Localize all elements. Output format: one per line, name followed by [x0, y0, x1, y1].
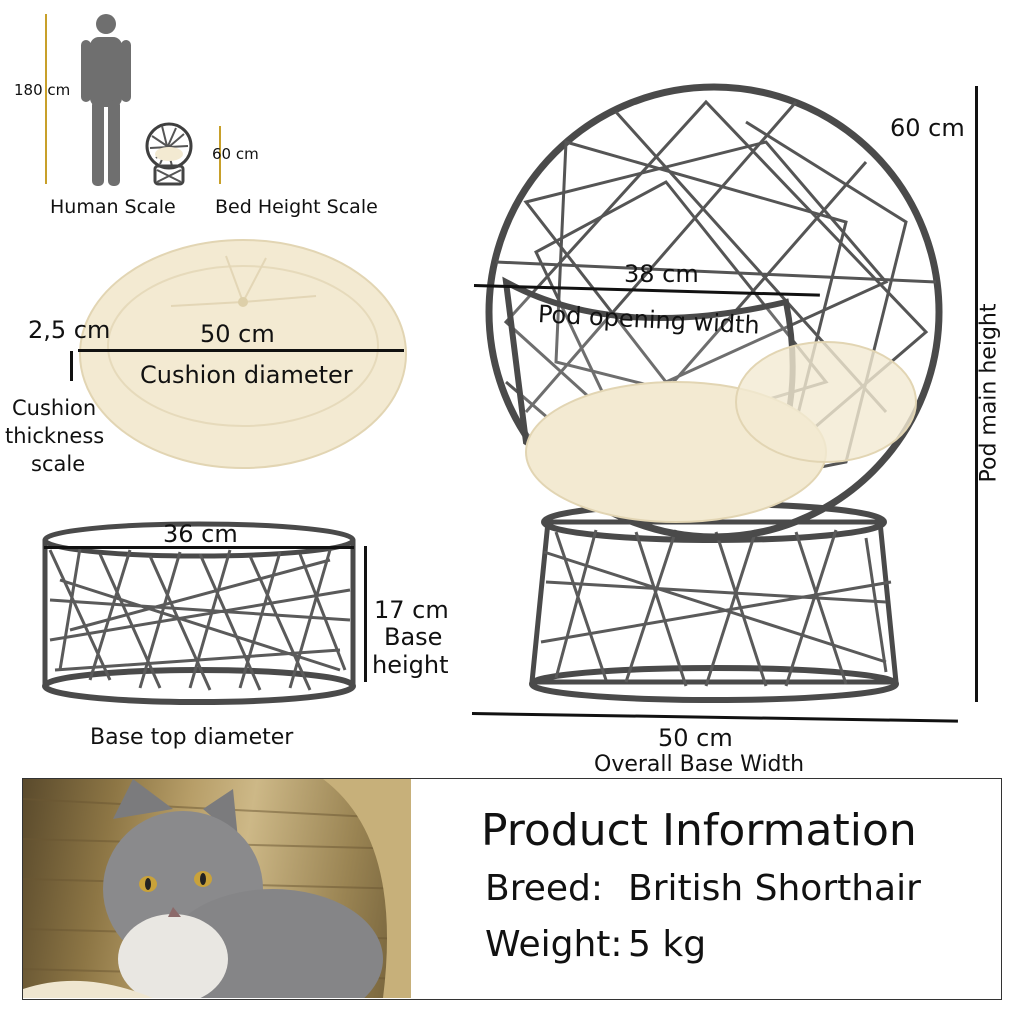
- weight-value: 5 kg: [628, 924, 707, 965]
- cushion-thickness-caption-3: scale: [31, 452, 86, 476]
- pod-height-line: [975, 86, 978, 702]
- cushion-diameter-caption: Cushion diameter: [140, 361, 353, 389]
- pod-height-value: 60 cm: [890, 114, 965, 142]
- base-height-caption-1: Base: [384, 623, 443, 651]
- weight-label: Weight:: [485, 924, 623, 965]
- overall-width-value: 50 cm: [658, 724, 733, 752]
- base-top-diameter-value: 36 cm: [163, 520, 238, 548]
- human-height-label: 180 cm: [14, 81, 71, 99]
- base-illustration: [42, 521, 356, 705]
- bed-scale-caption: Bed Height Scale: [215, 196, 378, 218]
- cushion-diameter-value: 50 cm: [200, 320, 275, 348]
- base-height-line: [364, 546, 367, 682]
- cushion-thickness-caption-1: Cushion: [12, 396, 97, 420]
- base-height-value: 17 cm: [374, 596, 449, 624]
- cushion-thickness-line: [70, 351, 73, 381]
- human-silhouette: [81, 14, 131, 186]
- cushion-thickness-value: 2,5 cm: [28, 316, 111, 344]
- base-height-caption-2: height: [372, 651, 449, 679]
- pod-height-caption: Pod main height: [976, 303, 1002, 483]
- overall-width-caption: Overall Base Width: [594, 752, 805, 777]
- pod-illustration: [485, 83, 943, 703]
- cushion-thickness-caption-2: thickness: [5, 424, 105, 448]
- overall-width-line: [471, 712, 958, 723]
- base-top-diameter-line: [44, 546, 354, 549]
- breed-value: British Shorthair: [628, 868, 921, 909]
- bed-scale-marker: [219, 126, 221, 184]
- product-info-panel: Product Information Breed: British Short…: [22, 778, 1002, 1000]
- mini-bed-thumbnail: [145, 122, 193, 186]
- cushion-diameter-line: [78, 349, 404, 352]
- bed-height-label: 60 cm: [212, 145, 259, 163]
- cat-illustration: [23, 779, 411, 998]
- human-scale-marker: [45, 14, 47, 184]
- cat-photo: [23, 779, 411, 998]
- base-top-diameter-caption: Base top diameter: [90, 725, 294, 750]
- product-info-title: Product Information: [481, 805, 917, 856]
- breed-label: Breed:: [485, 868, 603, 909]
- human-scale-caption: Human Scale: [50, 196, 176, 218]
- pod-opening-width-value: 38 cm: [624, 260, 699, 288]
- cushion-illustration: [79, 239, 407, 469]
